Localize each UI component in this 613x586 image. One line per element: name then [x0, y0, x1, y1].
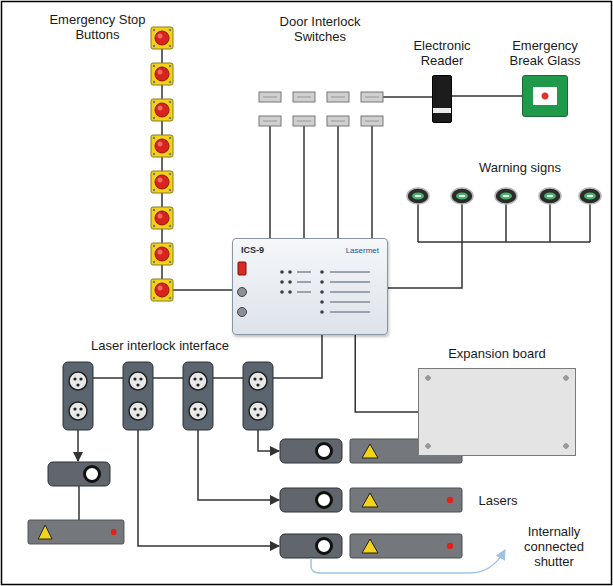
internal-shutter-link [311, 550, 505, 573]
door-wiring-part [337, 121, 339, 238]
door-switches-part [259, 116, 281, 126]
warning-signs [407, 188, 601, 204]
brand-label: Lasermet [346, 246, 379, 255]
lasers-part-part [28, 520, 124, 544]
interlock-interfaces-part [183, 362, 213, 430]
shutters-part [280, 534, 342, 558]
estop-buttons-part [151, 99, 173, 121]
node-heading: Expansion board [422, 346, 572, 361]
interlock-interfaces-part [243, 362, 273, 430]
door-switches-part [293, 116, 315, 126]
door-wiring-part [383, 96, 432, 98]
interface-wiring-part [78, 377, 258, 379]
sign-wiring-part [417, 204, 419, 242]
interlock-interfaces-part [123, 362, 153, 430]
interlock-interfaces [63, 362, 273, 430]
part-label: Door Interlock Switches [255, 14, 385, 44]
node-heading: Electronic Reader [405, 38, 479, 68]
door-wiring-part [303, 121, 305, 238]
warning-signs-part [495, 188, 517, 204]
laser-wiring-part [77, 430, 79, 461]
sign-wiring-part [549, 204, 551, 242]
warning-signs-part [407, 188, 429, 204]
shutters-part [280, 488, 342, 512]
break-glass: Emergency Break Glass [522, 75, 568, 117]
sign-wiring [388, 204, 590, 288]
part-label: Warning signs [460, 160, 580, 175]
estop-buttons-part [151, 63, 173, 85]
door-switches-part [361, 92, 383, 102]
door-switches-part [293, 92, 315, 102]
interlock-interfaces-part [63, 362, 93, 430]
estop-buttons-part [151, 207, 173, 229]
lasers-part [350, 534, 462, 558]
sign-wiring-part [388, 242, 462, 288]
door-switches-part [259, 92, 281, 102]
lasers-part [350, 488, 462, 512]
estop-buttons-part [151, 135, 173, 157]
part-label: Internally connected shutter [512, 524, 596, 569]
lasers [28, 439, 462, 558]
door-switches-part [327, 92, 349, 102]
lasers-part [28, 520, 124, 544]
door-wiring [270, 97, 432, 238]
sign-wiring-part [461, 204, 463, 242]
door-wiring-part [371, 121, 373, 238]
door-switches-part [327, 116, 349, 126]
shutters-part [280, 439, 342, 463]
connector-line [452, 95, 522, 97]
part-label: Laser interlock interface [60, 338, 260, 353]
warning-signs-part [579, 188, 601, 204]
shutter-link [78, 486, 80, 520]
controller-box: ICS-9 Lasermet [232, 238, 388, 335]
model-label: ICS-9 [241, 245, 264, 255]
laser-wiring-part [198, 430, 279, 500]
node-heading: Emergency Break Glass [503, 38, 587, 68]
sign-wiring-part [418, 241, 590, 243]
warning-signs-part [451, 188, 473, 204]
sign-wiring-part [589, 204, 591, 242]
sign-wiring-part [505, 204, 507, 242]
expansion-board: Expansion board [418, 368, 576, 456]
door-wiring-part [269, 121, 271, 238]
estop-buttons-part [151, 171, 173, 193]
laser-wiring-part [138, 430, 279, 546]
shutters-part [48, 462, 110, 486]
part-label: Lasers [468, 493, 528, 508]
door-switches-part [361, 116, 383, 126]
estop-buttons-part [151, 243, 173, 265]
laser-wiring-part [258, 430, 279, 451]
electronic-reader: Electronic Reader [432, 75, 452, 123]
estop-buttons-part [151, 27, 173, 49]
estop-buttons-part [151, 279, 173, 301]
estop-buttons [151, 27, 173, 301]
connector-line [355, 335, 418, 412]
door-switches [259, 92, 383, 126]
warning-signs-part [539, 188, 561, 204]
part-label: Emergency Stop Buttons [40, 12, 155, 42]
